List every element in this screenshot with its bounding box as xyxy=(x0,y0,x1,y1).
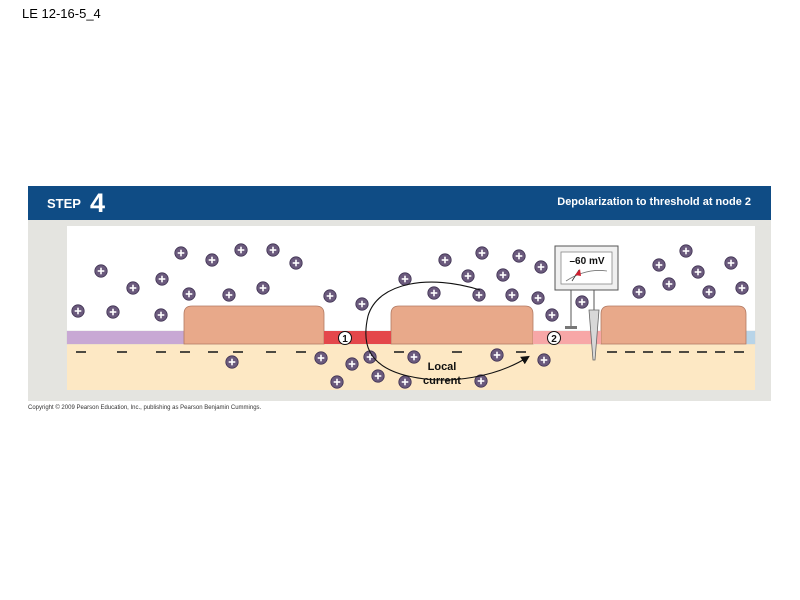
plus-ion-icon xyxy=(530,290,546,306)
refractory-membrane xyxy=(67,331,184,344)
plus-ion-icon xyxy=(94,263,108,279)
node-1-label-text: 1 xyxy=(342,334,348,345)
plus-ion-icon xyxy=(533,259,549,275)
plus-ion-icon xyxy=(734,280,750,296)
plus-ion-icon xyxy=(574,294,590,310)
recording-electrode-icon xyxy=(588,309,600,361)
plus-ion-icon xyxy=(460,268,476,284)
plus-ion-icon xyxy=(106,304,120,320)
node-2-label: 2 xyxy=(547,331,561,345)
slide-title: LE 12-16-5_4 xyxy=(22,6,101,21)
plus-ion-icon xyxy=(205,253,219,268)
myelin-sheath xyxy=(600,305,747,345)
plus-ion-icon xyxy=(234,243,248,258)
plus-ion-icon xyxy=(397,374,413,390)
myelin-sheath xyxy=(183,305,325,345)
plus-ion-icon xyxy=(511,249,527,264)
plus-ion-icon xyxy=(536,352,552,368)
voltmeter: –60 mV xyxy=(554,245,619,361)
plus-ion-icon xyxy=(354,296,370,312)
plus-ion-icon xyxy=(126,280,140,296)
local-current-arrow xyxy=(365,281,530,381)
plus-ion-icon xyxy=(182,286,196,302)
plus-ion-icon xyxy=(370,368,386,384)
plus-ion-icon xyxy=(265,243,281,258)
step-banner: STEP 4 Depolarization to threshold at no… xyxy=(28,186,771,220)
voltmeter-scale xyxy=(565,270,608,282)
plus-ion-icon xyxy=(690,264,706,280)
plus-ion-icon xyxy=(154,307,168,323)
step-caption: Depolarization to threshold at node 2 xyxy=(557,196,751,208)
plus-ion-icon xyxy=(397,271,413,287)
plus-ion-icon xyxy=(288,255,304,271)
local-current-label-line2: current xyxy=(423,375,461,387)
plus-ion-icon xyxy=(174,246,188,261)
plus-ion-icon xyxy=(222,287,236,303)
plus-ion-icon xyxy=(678,244,694,259)
plus-ion-icon xyxy=(471,287,487,303)
node-2-label-text: 2 xyxy=(551,334,557,345)
plus-ion-icon xyxy=(661,276,677,292)
plus-ion-icon xyxy=(701,284,717,300)
myelin-sheath xyxy=(390,305,534,345)
plus-ion-icon xyxy=(474,246,490,261)
plus-ion-icon xyxy=(489,347,505,363)
voltmeter-reading: –60 mV xyxy=(569,256,604,267)
plus-ion-icon xyxy=(71,303,85,319)
plus-ion-icon xyxy=(504,287,520,303)
plus-ion-icon xyxy=(255,280,271,296)
plus-ion-icon xyxy=(155,271,169,287)
plus-ion-icon xyxy=(344,356,360,372)
plus-ion-icon xyxy=(329,374,345,390)
resting-membrane-end xyxy=(746,331,755,344)
step-number: 4 xyxy=(90,188,106,218)
plus-ion-icon xyxy=(544,307,560,323)
voltmeter-pointer-icon xyxy=(575,269,581,276)
node-1-membrane xyxy=(324,331,391,344)
reference-electrode-icon xyxy=(565,326,577,329)
plus-ion-icon xyxy=(437,253,453,268)
local-current-label-line1: Local xyxy=(428,361,457,373)
plus-ion-icon xyxy=(723,255,739,271)
plus-ion-icon xyxy=(322,288,338,304)
plus-ion-icon xyxy=(426,285,442,301)
plus-ion-icon xyxy=(225,354,239,370)
step-word: STEP xyxy=(47,196,81,211)
plus-ion-icon xyxy=(313,350,329,366)
plus-ion-icon xyxy=(651,257,667,273)
copyright-notice: Copyright © 2009 Pearson Education, Inc.… xyxy=(28,405,262,411)
node-1-label: 1 xyxy=(338,331,352,345)
plus-ion-icon xyxy=(406,349,422,365)
plus-ion-icon xyxy=(495,267,511,283)
plus-ion-icon xyxy=(631,284,647,300)
